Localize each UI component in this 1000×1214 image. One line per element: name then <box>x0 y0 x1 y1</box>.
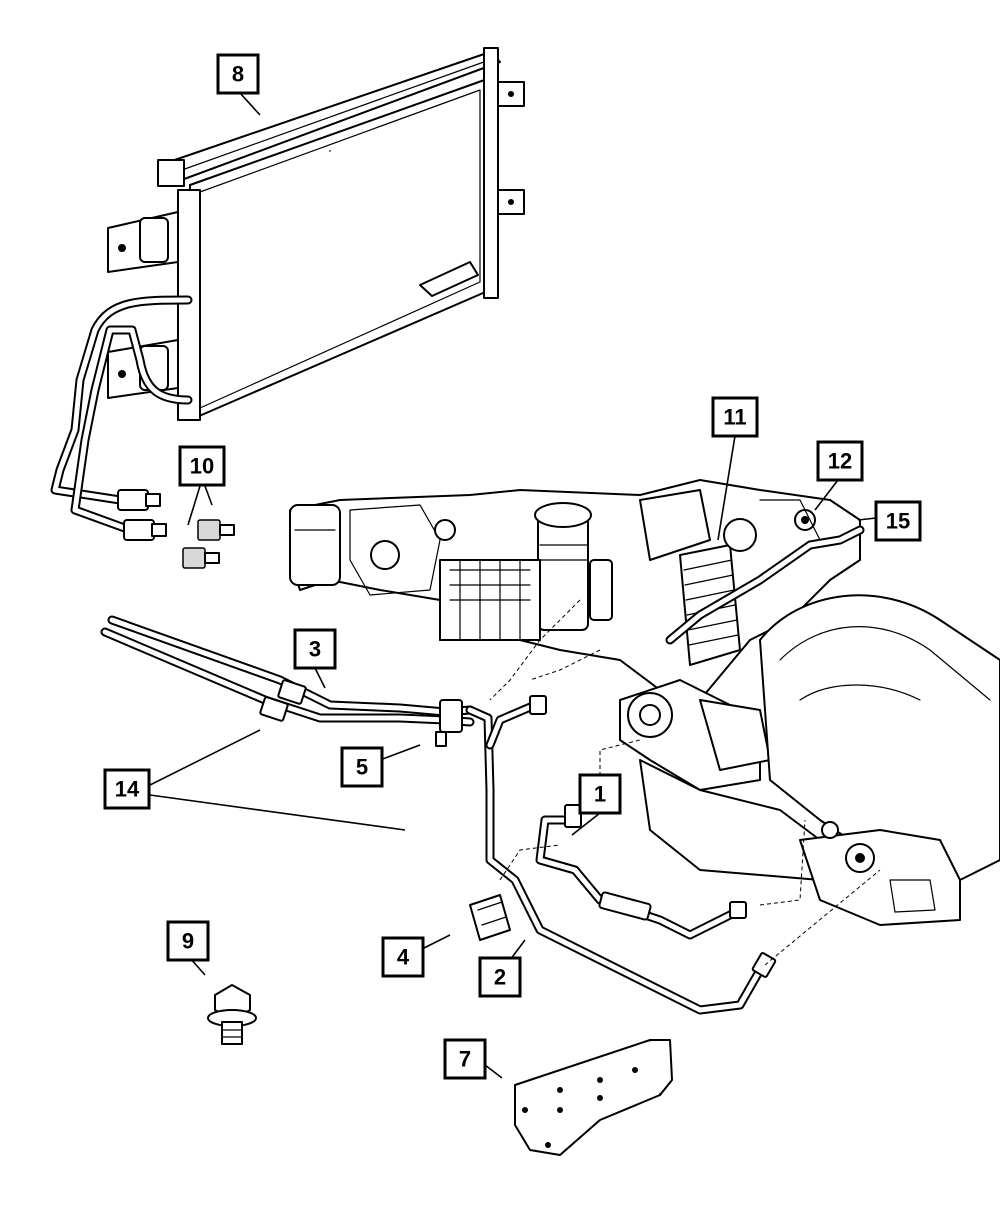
callout-2: 2 <box>478 956 522 998</box>
callout-11-label: 11 <box>723 405 746 430</box>
callout-8-label: 8 <box>232 62 244 87</box>
cooler-line-long <box>100 615 475 727</box>
callout-12: 12 <box>816 440 864 482</box>
cooler-hoses <box>50 295 193 541</box>
callout-1: 1 <box>578 773 622 815</box>
line-bracket-clip <box>469 894 511 941</box>
callout-14: 14 <box>103 768 151 810</box>
callout-4-label: 4 <box>397 945 410 970</box>
leader-lines <box>149 92 877 1079</box>
bolt <box>207 984 257 1045</box>
callout-1-label: 1 <box>594 782 606 807</box>
callout-9: 9 <box>166 920 210 962</box>
callout-12-label: 12 <box>828 449 852 474</box>
callout-9-label: 9 <box>182 929 194 954</box>
callout-7-label: 7 <box>459 1047 471 1072</box>
line-clip <box>435 699 463 747</box>
callout-15-label: 15 <box>886 509 910 534</box>
callout-10-label: 10 <box>190 454 214 479</box>
callout-15: 15 <box>874 500 922 542</box>
callout-5-label: 5 <box>356 755 368 780</box>
callout-7: 7 <box>443 1038 487 1080</box>
callout-2-label: 2 <box>494 965 506 990</box>
engine-block <box>289 479 865 791</box>
phantom-lines <box>329 150 881 966</box>
callout-14-label: 14 <box>115 777 140 802</box>
mounting-bracket <box>514 1039 673 1156</box>
fittings <box>182 519 235 569</box>
callout-3: 3 <box>293 628 337 670</box>
callout-3-label: 3 <box>309 637 321 662</box>
callout-4: 4 <box>381 936 425 978</box>
callout-10: 10 <box>178 445 226 487</box>
callout-8: 8 <box>216 53 260 95</box>
callout-5: 5 <box>340 746 384 788</box>
callout-11: 11 <box>711 396 759 438</box>
oil-cooler-assembly <box>107 47 525 421</box>
cooler-lines-lower <box>465 695 777 1015</box>
transmission-housing <box>639 594 1000 926</box>
